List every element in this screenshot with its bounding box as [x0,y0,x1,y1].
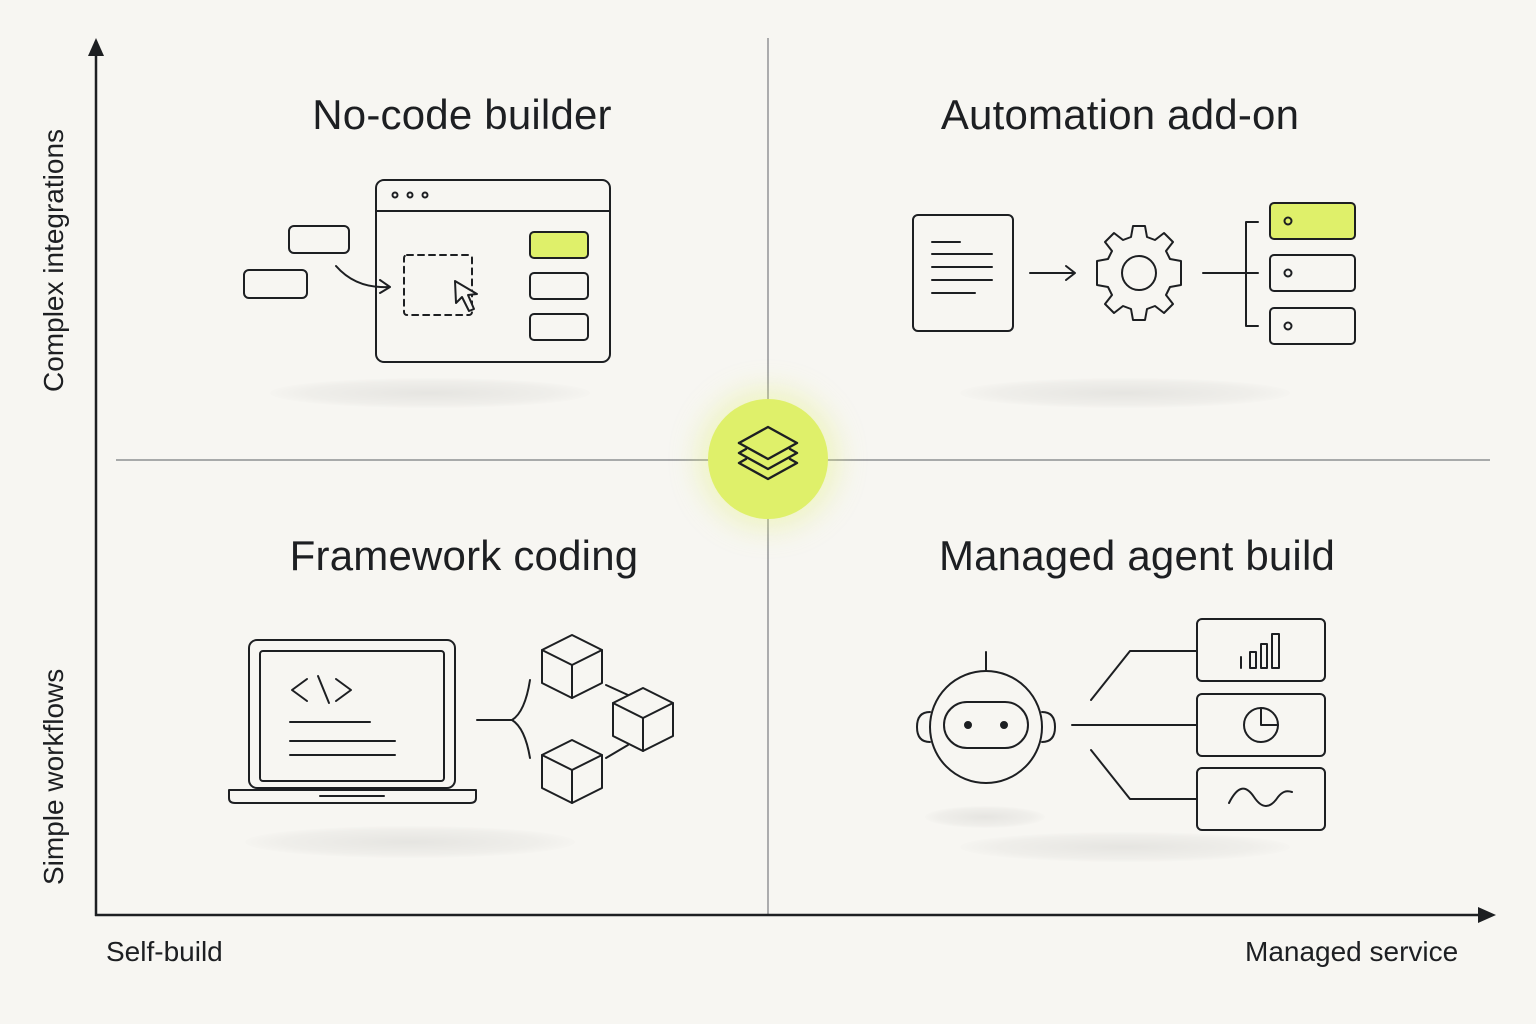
cube-icon [612,687,674,752]
connector [1090,650,1198,701]
browser-window [375,179,611,363]
dashboard-panel [1196,767,1326,831]
layers-icon [737,425,799,481]
shadow-bottom-right [960,832,1290,862]
browser-dot [406,191,414,199]
center-badge [708,399,828,519]
x-axis-arrow [1478,907,1496,923]
cube-icon [541,634,603,699]
y-axis-arrow [88,38,104,56]
robot-head [929,670,1043,784]
document [912,214,1014,332]
drag-arrowhead [379,279,391,294]
robot-face [943,701,1029,749]
shadow-bottom-left [245,826,575,858]
x-axis-right-label: Managed service [1245,936,1459,967]
floating-block [288,225,350,254]
code-slash [317,675,330,704]
code-bracket-left [291,678,308,702]
laptop-base [228,789,477,804]
quadrant-title-no-code-builder: No-code builder [312,91,612,138]
shadow-top-right [960,378,1290,408]
dashboard-panel [1196,693,1326,757]
x-axis-left-label: Self-build [106,936,223,967]
block [529,313,589,341]
highlighted-block [529,231,589,259]
dashboard-panel [1196,618,1326,682]
shadow-bottom-right-small [925,806,1045,828]
branch-up [511,679,531,721]
robot-ear-right [1041,711,1056,743]
laptop-screen [248,639,456,789]
connector [1090,749,1198,800]
robot-ear-left [916,711,931,743]
quadrant-title-automation-add-on: Automation add-on [940,91,1300,138]
dashed-drop-zone [403,254,473,316]
bar-chart-icon [1240,633,1280,669]
arrowhead [1065,265,1076,281]
list-item-highlighted [1269,202,1356,240]
list-item [1269,254,1356,292]
browser-dot [391,191,399,199]
browser-dot [421,191,429,199]
wave-icon [1228,787,1293,807]
gear-icon [1096,225,1182,321]
cursor-icon [454,280,478,312]
pie-chart-icon [1243,707,1279,743]
cube-icon [541,739,603,804]
quadrant-title-framework-coding: Framework coding [289,532,639,579]
block [529,272,589,300]
branch-down [511,719,531,759]
drag-arrow [335,265,389,289]
floating-block [243,269,308,299]
shadow-top-left [270,378,590,408]
quadrant-title-managed-agent-build: Managed agent build [938,532,1336,579]
list-item [1269,307,1356,345]
code-bracket-right [335,678,352,702]
